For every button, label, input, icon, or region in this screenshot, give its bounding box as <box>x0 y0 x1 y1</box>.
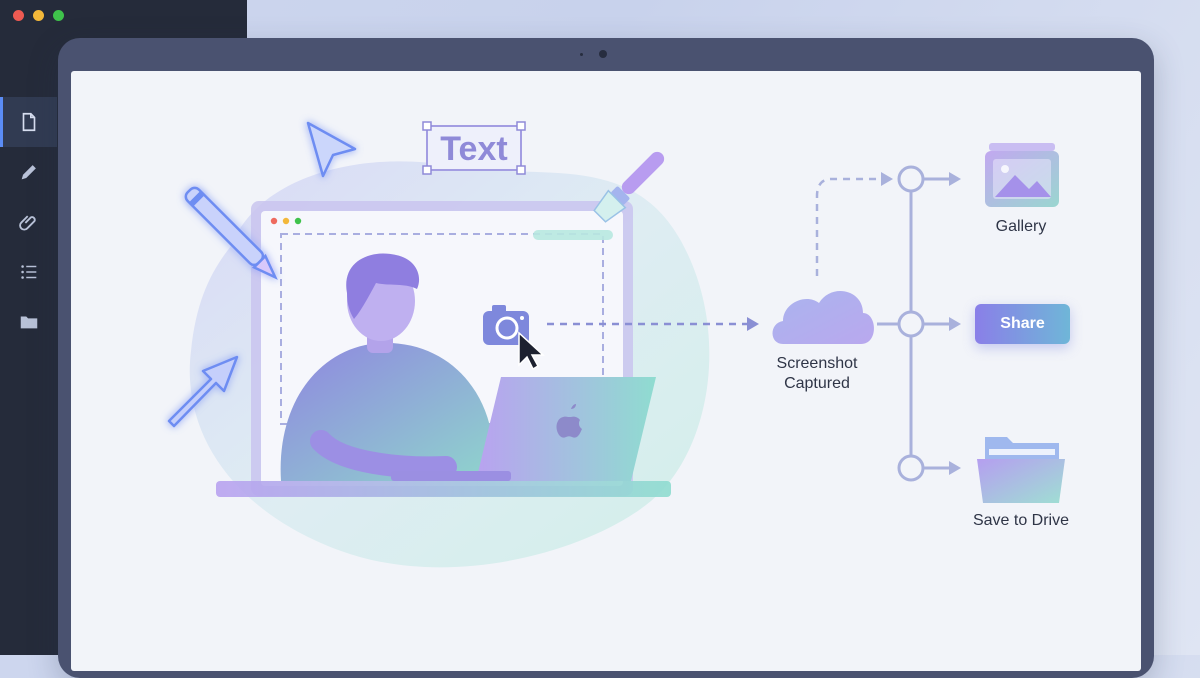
drive-node <box>897 454 925 482</box>
attachment-tool[interactable] <box>0 197 57 247</box>
document-icon <box>22 112 35 132</box>
pencil-tool[interactable] <box>0 147 57 197</box>
camera-icon <box>483 305 529 345</box>
brush-stroke <box>533 230 613 240</box>
cloud-icon <box>772 290 874 344</box>
paperclip-icon <box>18 215 36 231</box>
workflow-illustration: Text <box>167 121 1065 568</box>
gallery-label: Gallery <box>995 218 1047 235</box>
webcam <box>599 50 607 58</box>
pointer-arrow-icon <box>306 121 357 178</box>
drive-branch-arrowhead <box>949 461 961 475</box>
pencil-icon <box>21 165 36 180</box>
gallery-branch-arrowhead <box>949 172 961 186</box>
share-button[interactable]: Share <box>975 304 1070 344</box>
laptop-screen: Text <box>71 71 1141 671</box>
text-tool-label: Text <box>440 130 507 168</box>
gallery-node <box>897 165 925 193</box>
window-controls <box>13 10 64 21</box>
laptop-illustration <box>391 377 656 481</box>
capture-status-label: Screenshot Captured <box>757 354 877 394</box>
maximize-window-button[interactable] <box>53 10 64 21</box>
capture-status-line1: Screenshot <box>776 355 858 372</box>
sensor-dot <box>580 53 583 56</box>
share-node <box>897 310 925 338</box>
document-tool[interactable] <box>0 97 57 147</box>
capture-flow-arrowhead <box>747 317 759 331</box>
folder-icon <box>20 316 37 329</box>
list-icon <box>20 265 36 279</box>
list-tool[interactable] <box>0 247 57 297</box>
close-window-button[interactable] <box>13 10 24 21</box>
gallery-icon <box>985 143 1059 207</box>
laptop-frame: Text <box>58 38 1154 678</box>
text-tool-box: Text <box>422 121 526 175</box>
big-arrow-icon <box>167 355 239 428</box>
person-illustration <box>280 253 501 481</box>
share-branch-arrowhead <box>949 317 961 331</box>
paint-brush-icon <box>593 151 665 223</box>
cloud-to-gallery-arrowhead <box>881 172 893 186</box>
save-to-drive-label: Save to Drive <box>972 512 1070 529</box>
folder-icon <box>977 437 1065 503</box>
folder-tool[interactable] <box>0 297 57 347</box>
capture-status-line2: Captured <box>784 375 850 392</box>
cloud-to-gallery-dashed-line <box>815 177 881 276</box>
minimize-window-button[interactable] <box>33 10 44 21</box>
mouse-cursor-icon <box>518 331 545 371</box>
tool-rail <box>0 97 57 347</box>
pen-icon <box>184 186 278 280</box>
